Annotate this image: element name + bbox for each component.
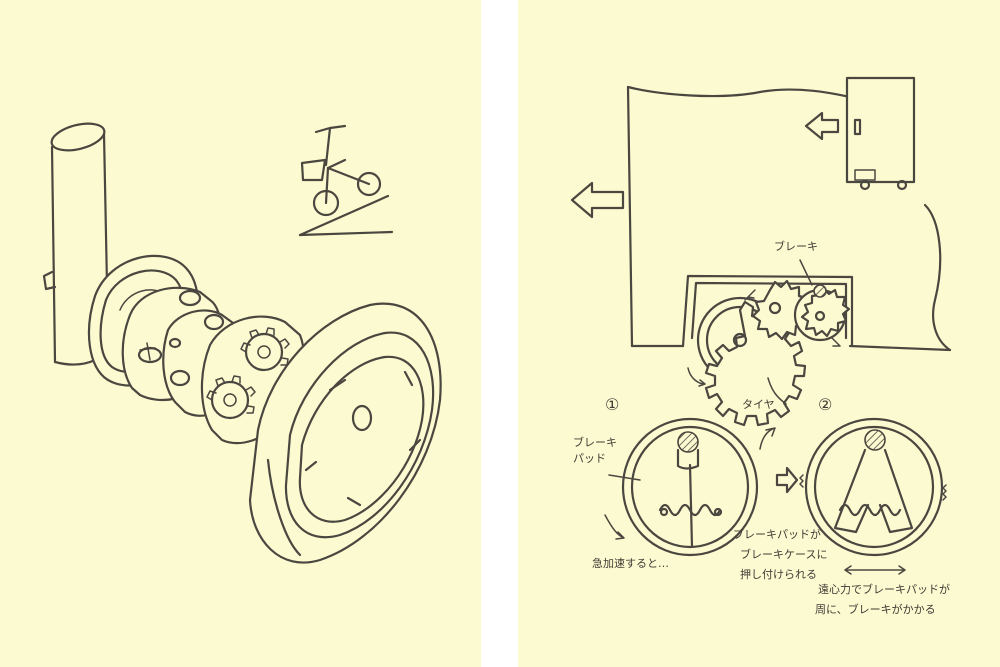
label-pressed-3: 押し付けられる xyxy=(740,567,817,581)
arrow-right xyxy=(775,466,799,494)
brake-drum-1 xyxy=(604,417,776,557)
wheel-assembly-sketch xyxy=(42,122,442,564)
label-centrifugal-1: 遠心力でブレーキパッドが xyxy=(818,582,950,596)
brake-gear-housing xyxy=(681,259,854,427)
label-num1: ① xyxy=(605,395,619,414)
label-tire: タイヤ xyxy=(742,398,775,411)
label-brake: ブレーキ xyxy=(774,239,818,253)
label-centrifugal-2: 周に、ブレーキがかかる xyxy=(815,602,936,616)
arrow-left-large xyxy=(570,181,625,219)
bicycle-slope-icon xyxy=(298,124,394,237)
label-pressed-1: ブレーキパッドが xyxy=(733,527,821,541)
frame-pipe xyxy=(42,122,109,366)
wheel xyxy=(248,302,442,564)
cabinet-icon xyxy=(845,76,916,191)
label-brake-pad-1: ブレーキ xyxy=(573,435,617,449)
annotations: ブレーキ タイヤ ① ② ブレーキ パッド 急加速すると… ブレーキパッドが ブ… xyxy=(573,239,950,616)
label-sudden-accel: 急加速すると… xyxy=(592,556,669,570)
label-brake-pad-2: パッド xyxy=(573,452,606,465)
brake-drum-2 xyxy=(799,417,947,575)
chair-and-wall-sketch xyxy=(570,76,952,352)
label-pressed-2: ブレーキケースに xyxy=(740,547,827,561)
label-num2: ② xyxy=(818,395,832,414)
arrow-left-small xyxy=(804,111,840,141)
